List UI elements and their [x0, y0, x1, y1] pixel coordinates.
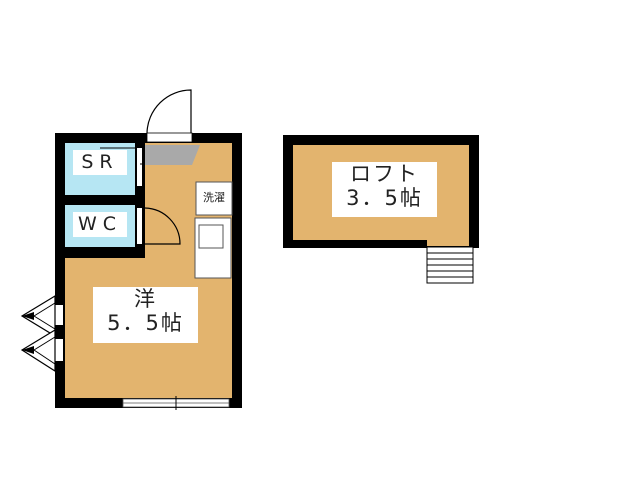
wall-below-wc — [55, 247, 145, 258]
sr-door[interactable] — [137, 148, 142, 186]
entrance-floor — [145, 145, 200, 165]
entry-door-opening[interactable] — [146, 132, 193, 143]
wall-sr-wc — [55, 195, 145, 205]
laundry-label: 洗濯 — [198, 190, 230, 206]
wc-door-swing — [144, 207, 181, 245]
sink — [198, 224, 224, 249]
wc-door[interactable] — [137, 208, 142, 244]
loft-label: ロフト 3．5帖 — [332, 162, 437, 217]
wall-right-of-wc — [135, 143, 145, 258]
loft-ladder[interactable] — [426, 246, 474, 284]
wc-label: WC — [73, 212, 127, 237]
left-windows[interactable] — [20, 294, 63, 373]
loft-name: ロフト — [350, 162, 419, 186]
western-room-name: 洋 — [134, 287, 157, 311]
sr-label: SR — [73, 150, 127, 175]
entry-door-swing — [146, 89, 192, 134]
main-unit — [20, 89, 242, 410]
loft-unit — [283, 135, 479, 284]
loft-size: 3．5帖 — [346, 186, 423, 211]
western-room-size: 5．5帖 — [107, 311, 184, 336]
western-room-label: 洋 5．5帖 — [93, 287, 198, 343]
